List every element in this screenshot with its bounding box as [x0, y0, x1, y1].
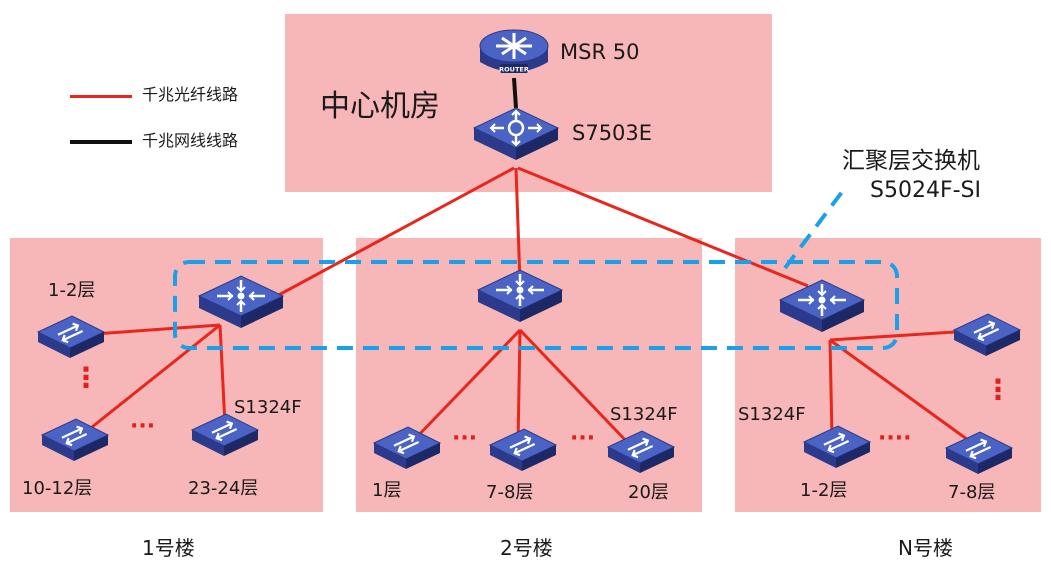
access-switch-b2-floor-2-icon — [488, 425, 558, 473]
fiber-link-b2-floor-3 — [518, 328, 632, 447]
core-switch-icon — [470, 100, 562, 164]
aggregation-switch-building-1-icon — [195, 268, 287, 332]
access-switch-b2-floor-3-icon — [606, 427, 676, 475]
fiber-link-b1-floor-3 — [218, 324, 227, 426]
access-switch-bn-floor-1-icon — [802, 422, 872, 470]
b1-floor-label-2: 10-12层 — [22, 478, 93, 499]
aggregation-title: 汇聚层交换机 — [842, 148, 980, 174]
access-switch-b1-floor-2-icon — [40, 415, 110, 463]
access-switch-bn-floor-2-icon — [944, 428, 1014, 476]
building-1-zone — [10, 238, 323, 512]
b1-floor-label-3: 23-24层 — [188, 478, 259, 499]
fiber-uplink-building-1 — [261, 166, 515, 306]
access-switch-b2-floor-1-icon — [372, 423, 442, 471]
fiber-uplink-building-n — [517, 166, 809, 288]
fiber-link-bn-floor-2 — [829, 338, 976, 447]
aggregation-switch-building-2-icon — [474, 262, 566, 326]
building-1-name: 1号楼 — [142, 536, 195, 560]
bn-floor-label-2: 7-8层 — [948, 482, 996, 503]
router-badge-text: ROUTER — [499, 66, 529, 74]
fiber-link-bn-floor-1 — [828, 339, 834, 439]
b2-floor-label-2: 7-8层 — [486, 482, 534, 503]
bn-floor-label-1: 1-2层 — [800, 480, 848, 501]
aggregation-highlight-box — [173, 260, 899, 350]
router-model-label: MSR 50 — [560, 40, 640, 64]
building-2-name: 2号楼 — [500, 536, 553, 560]
legend-copper-label: 千兆网线线路 — [142, 131, 239, 150]
building-n-name: N号楼 — [898, 536, 953, 560]
legend-copper-line — [70, 140, 132, 144]
aggregation-switch-building-n-icon — [776, 272, 868, 336]
bn-vertical-ellipsis: ⋮ — [984, 373, 1012, 406]
b2-horizontal-ellipsis-2: ··· — [570, 426, 596, 451]
fiber-link-b1-floor-2 — [81, 323, 221, 437]
legend-fiber-line — [70, 95, 132, 98]
access-switch-b1-floor-3-icon — [190, 410, 260, 458]
b2-floor-label-3: 20层 — [628, 482, 669, 503]
fiber-uplink-building-2 — [514, 167, 522, 284]
copper-link-router-core — [512, 77, 518, 109]
b1-floor-label-1: 1-2层 — [48, 280, 96, 301]
access-switch-b1-floor-1-icon — [36, 312, 106, 360]
aggregation-callout-line — [783, 186, 847, 270]
core-room-label: 中心机房 — [320, 89, 440, 124]
bn-horizontal-ellipsis: ···· — [878, 426, 912, 451]
b2-horizontal-ellipsis-1: ··· — [452, 426, 478, 451]
core-switch-model-label: S7503E — [572, 121, 653, 145]
access-switch-bn-top-icon — [952, 310, 1022, 358]
legend-fiber-label: 千兆光纤线路 — [142, 85, 239, 104]
aggregation-model: S5024F-SI — [870, 178, 981, 203]
b1-access-model-label: S1324F — [234, 397, 302, 418]
b1-vertical-ellipsis: ⋮ — [72, 361, 100, 394]
b2-access-model-label: S1324F — [610, 404, 678, 425]
b2-floor-label-1: 1层 — [372, 480, 402, 501]
b1-horizontal-ellipsis: ··· — [130, 414, 156, 439]
bn-access-model-label: S1324F — [738, 404, 806, 425]
router-icon: ROUTER — [474, 24, 554, 80]
